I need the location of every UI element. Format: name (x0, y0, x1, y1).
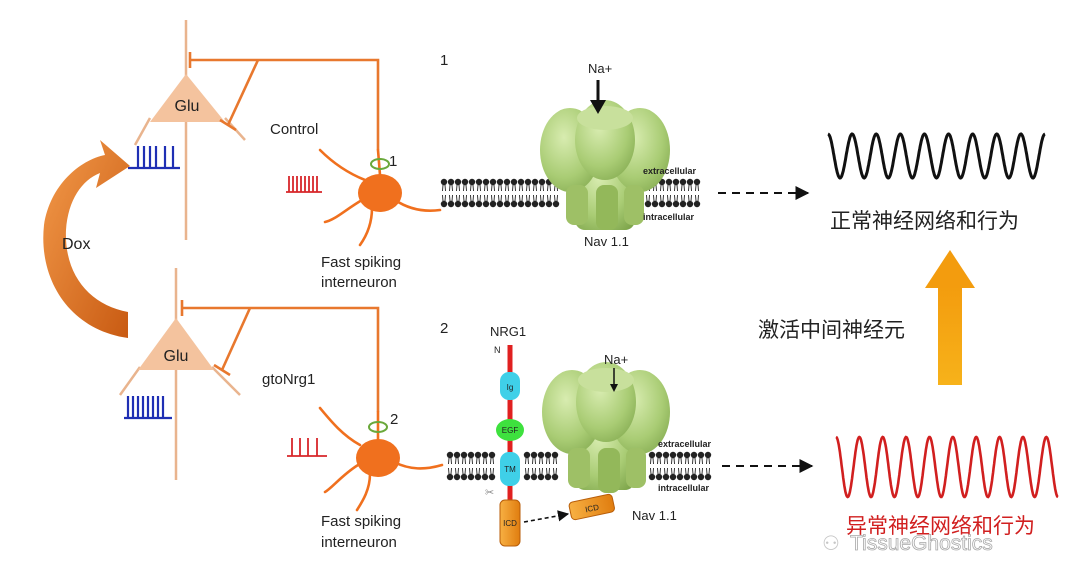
normal-network-label: 正常神经网络和行为 (830, 209, 1019, 233)
icd-fragment-label: ICD (584, 503, 600, 515)
tm-label: TM (504, 465, 516, 474)
fast-spiking-interneuron-bottom: 2 (318, 406, 444, 512)
na-arrow-bottom (610, 368, 618, 392)
inhibitory-axon-bottom (180, 300, 380, 412)
intracellular-bottom: intracellular (658, 483, 710, 493)
nrg1-protein: Ig EGF TM ICD (496, 345, 524, 547)
fs-label-bottom-1: Fast spiking (321, 513, 401, 530)
glu-label-bottom: Glu (164, 348, 189, 365)
glu-label-top: Glu (175, 98, 200, 115)
spikes-red-bottom (287, 438, 327, 457)
na-label-bottom: Na+ (604, 352, 628, 367)
n-terminus-label: N (494, 345, 501, 355)
fs-label-top-1: Fast spiking (321, 254, 401, 271)
glu-neuron-top: Glu (133, 20, 246, 240)
na-arrow-top (590, 80, 606, 114)
nav-channel-bottom (542, 362, 670, 493)
abnormal-oscillation-wave (835, 435, 1059, 499)
intracellular-top: intracellular (643, 212, 695, 222)
spikes-blue-bottom (124, 396, 172, 420)
activate-interneuron-label: 激活中间神经元 (758, 318, 905, 342)
marker-1: 1 (389, 153, 397, 170)
panel-number-2: 2 (440, 320, 448, 337)
icd-label: ICD (503, 519, 517, 528)
nav-label-top: Nav 1.1 (584, 234, 629, 249)
egf-label: EGF (502, 426, 519, 435)
icd-dashed-arrow (523, 510, 570, 523)
nav-channel-top (540, 100, 670, 230)
panel-number-1: 1 (440, 52, 448, 69)
spikes-blue-top (128, 146, 180, 170)
glu-neuron-bottom: Glu (118, 268, 241, 480)
gtonrg1-label: gtoNrg1 (262, 371, 315, 388)
marker-2: 2 (390, 411, 398, 428)
extracellular-bottom: extracellular (658, 439, 712, 449)
inhibitory-axon-top (188, 52, 380, 150)
control-label: Control (270, 121, 318, 138)
nrg1-label: NRG1 (490, 324, 526, 339)
watermark: ⚇ TissueGhostics (822, 532, 993, 556)
fs-label-bottom-2: interneuron (321, 534, 397, 551)
dox-label: Dox (62, 236, 90, 253)
activation-arrow (925, 250, 975, 385)
icd-fragment: ICD (568, 493, 615, 521)
scissors-icon: ✂ (485, 487, 494, 499)
ig-label: Ig (507, 383, 514, 392)
abnormal-network-label: 异常神经网络和行为 (846, 514, 1035, 538)
fast-spiking-interneuron-top: 1 (318, 148, 442, 247)
fs-label-top-2: interneuron (321, 274, 397, 291)
na-label-top: Na+ (588, 61, 612, 76)
extracellular-top: extracellular (643, 166, 697, 176)
wechat-icon: ⚇ (822, 533, 840, 555)
normal-oscillation-wave (827, 132, 1046, 180)
watermark-text: TissueGhostics (850, 532, 993, 555)
spikes-red-top (286, 176, 322, 193)
nav-label-bottom: Nav 1.1 (632, 508, 677, 523)
dox-arrow: Dox (43, 140, 130, 338)
